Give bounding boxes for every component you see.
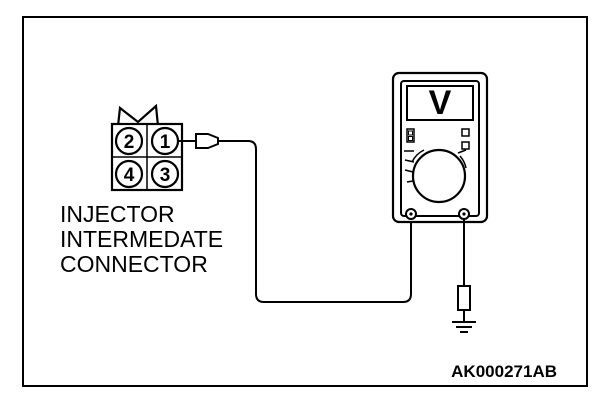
rotary-dial[interactable]	[411, 148, 467, 204]
pin-2-label: 2	[124, 132, 135, 153]
connector-pin-1: 1	[150, 126, 180, 156]
test-probe	[178, 133, 224, 149]
connector-pin-3: 3	[150, 159, 180, 189]
ground-clip	[457, 285, 471, 311]
pin-1-label: 1	[160, 132, 171, 153]
connector-pin-2: 2	[114, 126, 144, 156]
connector-label-line-1: INJECTOR	[60, 201, 175, 227]
figure-frame	[22, 16, 588, 387]
meter-indicator-left	[406, 128, 415, 143]
connector-pin-4: 4	[114, 159, 144, 189]
display-symbol: V	[429, 84, 452, 122]
probe-handle	[195, 133, 219, 149]
multimeter-display	[406, 85, 474, 121]
connector-label-line-2: INTERMEDATE	[60, 226, 223, 252]
dial-range-ticks	[404, 149, 467, 183]
pin-4-label: 4	[124, 165, 135, 186]
meter-indicator-right-top	[461, 128, 470, 137]
injector-intermediate-connector: 2 1 4 3 INJECTOR INTERMEDATE CONNECTOR	[60, 103, 223, 277]
test-lead-wire	[224, 140, 412, 303]
multimeter: V	[391, 71, 489, 224]
figure-id: AK000271AB	[451, 362, 557, 381]
connector-latch	[116, 103, 160, 127]
ground-lead	[457, 219, 471, 322]
connector-label-line-3: CONNECTOR	[60, 251, 208, 277]
pin-3-label: 3	[160, 165, 171, 186]
ground-icon	[452, 321, 476, 333]
meter-indicator-right-mid	[461, 141, 470, 150]
